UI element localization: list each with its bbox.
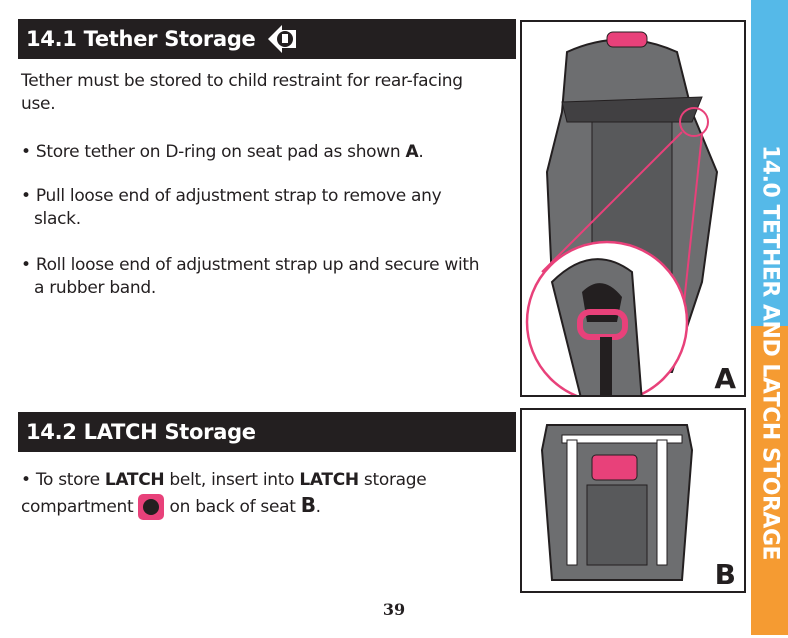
rear-facing-arrow-icon (267, 25, 296, 53)
side-tab-blue (751, 0, 788, 326)
section-title: 14.1 Tether Storage (26, 27, 256, 51)
section-14-1-header: 14.1 Tether Storage (18, 19, 516, 59)
side-tab-chapter: 14.0 TETHER AND LATCH STORAGE (757, 145, 782, 561)
bullet-2: • Pull loose end of adjustment strap to … (21, 186, 442, 229)
figure-a: A (520, 20, 746, 397)
side-tab-orange (751, 326, 788, 635)
car-seat-tether-illustration (525, 31, 719, 395)
latch-instructions: • To store LATCH belt, insert into LATCH… (21, 469, 427, 520)
figure-label-a: A (714, 362, 736, 395)
bullet-1: • Store tether on D-ring on seat pad as … (21, 142, 424, 162)
section-title: 14.2 LATCH Storage (26, 420, 256, 444)
tether-intro: Tether must be stored to child restraint… (21, 71, 463, 114)
bullet-3: • Roll loose end of adjustment strap up … (21, 255, 480, 298)
page-number: 39 (382, 600, 406, 619)
figure-label-b: B (714, 558, 736, 591)
seat-back-latch-illustration (540, 424, 694, 581)
latch-storage-icon (138, 494, 165, 520)
figure-b: B (520, 408, 746, 593)
section-14-2-header: 14.2 LATCH Storage (18, 412, 516, 452)
